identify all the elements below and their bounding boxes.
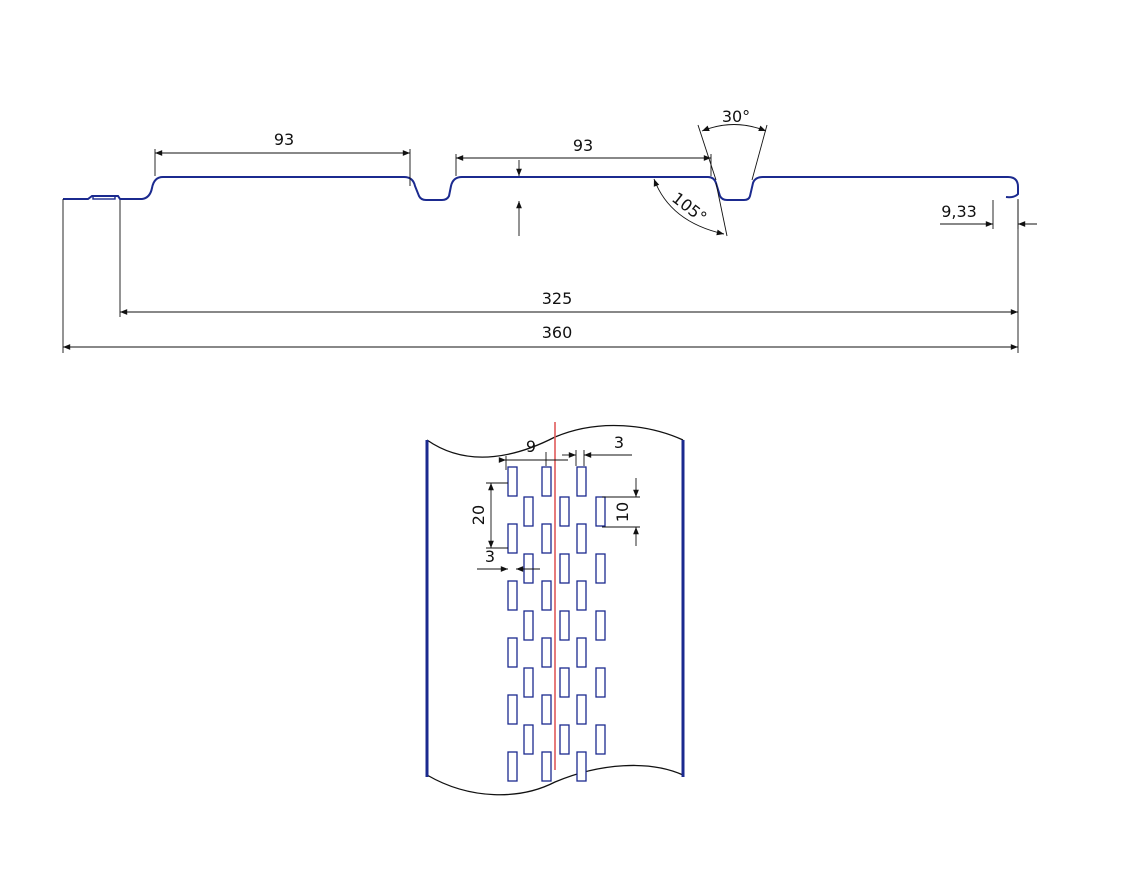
dim-label-total: 360 [542, 323, 573, 342]
perforation-slot [559, 553, 570, 584]
perforation-slot [559, 724, 570, 755]
perforation-slot [576, 523, 587, 554]
perforation-slot [507, 694, 518, 725]
dim-label-shelf-left: 93 [274, 130, 294, 149]
perforation-slot [541, 523, 552, 554]
perforation-slot [595, 610, 606, 641]
sheet-break-bottom [426, 764, 684, 796]
perforation-detail-view: 9 3 20 3 10 [425, 422, 685, 796]
perforation-slot [507, 637, 518, 668]
perforation-slot [523, 724, 534, 755]
perforation-slot [523, 667, 534, 698]
perforation-slot [559, 496, 570, 527]
perforation-slot [541, 637, 552, 668]
perforation-slot [559, 667, 570, 698]
lock-fold [92, 195, 116, 200]
dim-label-angle-top: 30° [722, 107, 750, 126]
dim-arc-angle-side [653, 178, 725, 236]
perforation-slot [595, 553, 606, 584]
panel-profile-view: 93 93 30° 105° 9,33 325 360 [62, 107, 1037, 353]
perforation-slot [595, 496, 606, 527]
perforation-slots [507, 466, 606, 782]
perforation-slot [541, 466, 552, 497]
dim-label-effective: 325 [542, 289, 573, 308]
perforation-slot [507, 466, 518, 497]
dim-arc-angle-top [701, 124, 767, 132]
dim-label-col-pitch: 9 [526, 437, 536, 456]
dim-label-offset: 3 [614, 433, 624, 452]
dim-label-row-pitch: 20 [469, 505, 488, 525]
perforation-slot [576, 751, 587, 782]
perforation-slot [576, 466, 587, 497]
perforation-slot [523, 496, 534, 527]
dim-label-shelf-mid: 93 [573, 136, 593, 155]
perforation-slot [576, 694, 587, 725]
perforation-slot [507, 523, 518, 554]
dim-label-edge: 9,33 [941, 202, 977, 221]
perforation-slot [576, 637, 587, 668]
perforation-slot [559, 610, 570, 641]
dim-label-slot-width: 3 [485, 547, 495, 566]
perforation-slot [541, 751, 552, 782]
perforation-slot [595, 667, 606, 698]
panel-profile-outline [63, 176, 1019, 201]
perforation-slot [507, 751, 518, 782]
perforation-slot [541, 694, 552, 725]
perforation-slot [523, 553, 534, 584]
perforation-slot [541, 580, 552, 611]
dim-label-slot-height: 10 [613, 502, 632, 522]
perforation-slot [523, 610, 534, 641]
perforation-slot [576, 580, 587, 611]
perforation-slot [595, 724, 606, 755]
perforation-slot [507, 580, 518, 611]
